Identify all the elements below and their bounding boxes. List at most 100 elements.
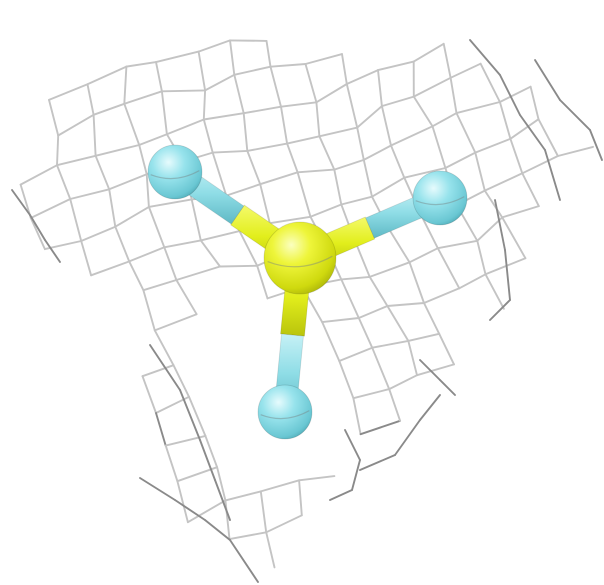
mesh-edge (229, 539, 259, 583)
mesh-edge (179, 389, 201, 441)
mesh-edge (94, 154, 111, 191)
mesh-edge (474, 137, 512, 154)
mesh-edge (439, 379, 456, 396)
mesh-edge (544, 149, 561, 201)
mesh-edge (388, 388, 402, 422)
mesh-edge (476, 239, 487, 276)
mesh-edge (160, 89, 207, 93)
mesh-edge (197, 50, 207, 92)
mesh-edge (123, 65, 128, 105)
mesh-edge (357, 317, 374, 349)
mesh-edge (155, 50, 200, 64)
mesh-edge (534, 59, 561, 101)
mesh-edge (318, 126, 359, 138)
mesh-edge (153, 329, 175, 367)
mesh-edge (92, 113, 97, 157)
mesh-edge (163, 239, 202, 249)
mesh-edge (321, 321, 341, 362)
mesh-edge (333, 168, 343, 206)
mesh-edge (219, 264, 259, 268)
mesh-edge (359, 419, 402, 436)
mesh-edge (371, 346, 391, 391)
ligand-atom-2[interactable] (412, 170, 468, 226)
mesh-edge (298, 479, 303, 517)
mesh-edge (412, 76, 452, 98)
mesh-edge (176, 480, 189, 524)
mesh-edge (479, 62, 501, 103)
mesh-edge (498, 85, 532, 103)
mesh-edge (242, 105, 282, 115)
mesh-edge (90, 260, 131, 277)
mesh-edge (362, 144, 392, 161)
mesh-edge (371, 176, 406, 198)
mesh-edge (449, 76, 458, 115)
mesh-edge (268, 215, 312, 225)
mesh-edge (164, 444, 179, 483)
mesh-edge (438, 332, 455, 366)
mesh-edge (160, 90, 168, 136)
central-atom[interactable] (263, 221, 337, 295)
mesh-edge (386, 302, 425, 307)
mesh-edge (476, 216, 504, 242)
mesh-edge (368, 261, 411, 278)
mesh-edge (80, 240, 93, 277)
mesh-edge (80, 225, 117, 242)
mesh-edge (56, 154, 97, 167)
mesh-edge (345, 69, 379, 85)
mesh-edge (199, 239, 221, 268)
mesh-edge (436, 247, 461, 290)
mesh-edge (469, 39, 501, 76)
mesh-edge (265, 39, 272, 68)
mesh-edge (147, 205, 166, 249)
mesh-edge (242, 112, 249, 152)
mesh-edge (309, 203, 343, 218)
mesh-edge (509, 118, 540, 140)
mesh-edge (394, 419, 421, 456)
mesh-edge (521, 155, 559, 175)
mesh-edge (318, 135, 336, 171)
mesh-edge (125, 61, 157, 68)
mesh-edge (56, 164, 72, 200)
mesh-edge (29, 214, 46, 241)
ligand-atom-3[interactable] (257, 384, 313, 440)
mesh-edge (204, 73, 236, 92)
mesh-edge (483, 189, 504, 219)
ligand-atom-1[interactable] (147, 144, 203, 200)
mesh-edge (123, 102, 141, 146)
mesh-edge (436, 239, 479, 250)
mesh-edge (29, 217, 46, 251)
mesh-edge (259, 183, 271, 225)
mesh-edge (202, 89, 207, 121)
mesh-edge (165, 118, 205, 136)
mesh-edge (141, 375, 157, 414)
mesh-edge (114, 205, 150, 228)
mesh-edge (489, 299, 511, 321)
molecule[interactable] (147, 144, 468, 440)
mesh-edge (69, 188, 111, 200)
mesh-edge (238, 230, 259, 267)
mesh-edge (190, 198, 202, 242)
mesh-edge (57, 113, 95, 137)
mesh-edge (362, 158, 373, 198)
mesh-edge (345, 83, 359, 129)
mesh-edge (214, 479, 231, 521)
mesh-edge (423, 302, 441, 335)
mesh-edge (529, 85, 540, 121)
mesh-edge (442, 42, 452, 79)
mesh-edge (509, 137, 524, 175)
mesh-edge (233, 73, 245, 115)
mesh-edge (498, 101, 512, 140)
mesh-edge (352, 388, 391, 400)
mesh-edge (149, 344, 181, 391)
mesh-edge (419, 359, 441, 381)
mesh-edge (233, 65, 272, 76)
mesh-edge (444, 151, 477, 169)
mesh-edge (86, 83, 95, 116)
mesh-edge (216, 466, 227, 502)
mesh-edge (333, 158, 365, 171)
atom-mesh-reflection (150, 170, 200, 180)
mesh-edge (204, 519, 231, 541)
mesh-edge (92, 102, 126, 116)
